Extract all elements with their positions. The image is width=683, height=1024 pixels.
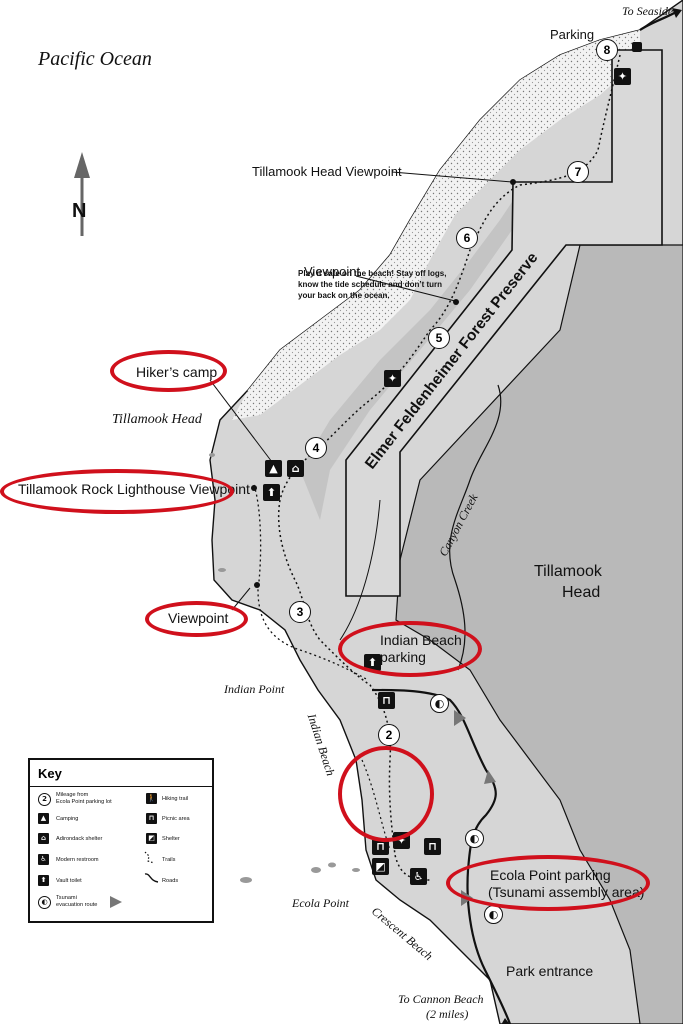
mileage-marker-7: 7: [567, 161, 589, 183]
annotation-ecola-point-parking: [446, 855, 650, 911]
tsunami-route-icon: ◐: [430, 694, 449, 713]
annotation-hikers-camp: [110, 350, 227, 392]
road-arrow-south: [501, 1018, 510, 1024]
key-label-trails: Trails: [162, 857, 176, 863]
shelter-icon: ◩: [372, 858, 389, 875]
tsunami-arrow-2: [484, 770, 496, 784]
key-label-restroom: Modern restroom: [56, 857, 99, 863]
key-label-picnic: Picnic area: [162, 816, 190, 822]
mileage-marker-4: 4: [305, 437, 327, 459]
annotation-lower-viewpoint: [145, 601, 248, 637]
hiking-trail-icon: ✦: [614, 68, 631, 85]
key-label-tsunami-2: evacuation route: [56, 901, 98, 908]
annotation-lighthouse-viewpoint: [0, 469, 234, 514]
tsunami-arrow-icon: [110, 896, 122, 908]
mileage-marker-8: 8: [596, 39, 618, 61]
mileage-icon: 2: [38, 793, 51, 806]
adirondack-shelter-icon: ⌂: [287, 460, 304, 477]
to-cannon-beach-label: To Cannon Beach: [398, 992, 484, 1006]
annotation-indian-beach-parking: [338, 621, 482, 677]
tillamook-head-area-label-1: Tillamook: [534, 563, 602, 580]
viewpoint-upper-label: Viewpoint: [304, 264, 361, 279]
picnic-area-icon: ⊓: [378, 692, 395, 709]
modern-restroom-icon: ♿: [38, 854, 49, 865]
key-label-vault-toilet: Vault toilet: [56, 878, 82, 884]
mileage-marker-6: 6: [456, 227, 478, 249]
road: [371, 11, 677, 1024]
trails-icon: [144, 851, 155, 864]
camping-icon: ▲: [38, 813, 49, 824]
side-trail: [253, 484, 369, 681]
canyon-creek: [449, 384, 502, 671]
hiking-trail-icon: 🚶: [146, 793, 157, 804]
main-trail: [277, 54, 621, 881]
key-label-tsunami-1: Tsunami: [56, 895, 77, 901]
mileage-marker-3: 3: [289, 601, 311, 623]
creek-branch: [339, 499, 381, 641]
north-arrow-head: [74, 152, 90, 178]
forest-preserve-boundary: [345, 49, 663, 597]
annotation-indian-beach: [338, 746, 434, 842]
tsunami-arrow-1: [454, 710, 466, 726]
ocean-title: Pacific Ocean: [38, 48, 152, 70]
key-label-roads: Roads: [162, 878, 179, 884]
parking-label: Parking: [550, 27, 595, 42]
lower-viewpoint-dot: [254, 582, 260, 588]
key-label-mileage-2: Ecola Point parking lot: [56, 798, 112, 805]
safety-note-line-3: your back on the ocean.: [298, 291, 390, 300]
to-seaside-label: To Seaside: [622, 4, 674, 18]
tsunami-route-icon: ◐: [38, 896, 51, 909]
key-label-shelter: Shelter: [162, 836, 180, 842]
viewpoint-pointer-1: [391, 171, 513, 183]
offshore-rocks: [209, 453, 360, 883]
to-cannon-beach-distance: (2 miles): [426, 1007, 469, 1021]
camping-icon: ▲: [265, 460, 282, 477]
picnic-area-icon: ⊓: [146, 813, 157, 824]
key-label-hiking-trail: Hiking trail: [162, 796, 189, 802]
ecola-point-label: Ecola Point: [292, 896, 349, 910]
indian-point-label: Indian Point: [224, 682, 285, 696]
key-divider: [30, 786, 212, 787]
vault-toilet-icon: ⬆: [38, 875, 49, 886]
key-label-camping: Camping: [56, 816, 79, 822]
hikers-camp-pointer: [209, 379, 273, 463]
safety-note: Play it safe on the beach! Stay off logs…: [298, 268, 446, 301]
roads-icon: [144, 873, 159, 883]
key-label-mileage-1: Mileage from: [56, 792, 89, 798]
adirondack-shelter-icon: ⌂: [38, 833, 49, 844]
viewpoint-pointer-2: [355, 275, 456, 302]
tillamook-head-cape-label: Tillamook Head: [112, 412, 202, 427]
key-label-adirondack: Adirondack shelter: [56, 836, 103, 842]
safety-note-line-2: know the tide schedule and don’t turn: [298, 280, 443, 289]
picnic-area-icon: ⊓: [372, 838, 389, 855]
tsunami-route-icon: ◐: [465, 829, 484, 848]
mileage-marker-2: 2: [378, 724, 400, 746]
map-key: Key 2 Mileage from Ecola Point parking l…: [28, 758, 214, 923]
upper-viewpoint-dot: [453, 299, 459, 305]
mileage-marker-5: 5: [428, 327, 450, 349]
safety-note-line-1: Play it safe on the beach! Stay off logs…: [298, 269, 447, 278]
road-arrow-north: [672, 8, 682, 18]
parking-icon: [632, 42, 642, 52]
forest-gray: [395, 244, 683, 1024]
north-label: N: [72, 200, 87, 222]
lighthouse-viewpoint-dot: [251, 485, 257, 491]
tillamook-head-viewpoint-label: Tillamook Head Viewpoint: [252, 164, 402, 179]
tillamook-head-viewpoint-dot: [510, 179, 516, 185]
key-label-mileage: Mileage from Ecola Point parking lot: [56, 792, 112, 805]
shelter-icon: ◩: [146, 833, 157, 844]
hiking-trail-icon: ✦: [384, 370, 401, 387]
key-label-tsunami: Tsunami evacuation route: [56, 895, 97, 908]
coastal-band: [232, 30, 640, 420]
picnic-area-icon: ⊓: [424, 838, 441, 855]
key-title: Key: [38, 766, 62, 781]
park-entrance-label: Park entrance: [506, 963, 594, 979]
modern-restroom-icon: ♿: [410, 868, 427, 885]
ridge-gray: [300, 190, 520, 520]
tillamook-head-area-label-2: Head: [562, 584, 601, 601]
vault-toilet-icon: ⬆: [263, 484, 280, 501]
